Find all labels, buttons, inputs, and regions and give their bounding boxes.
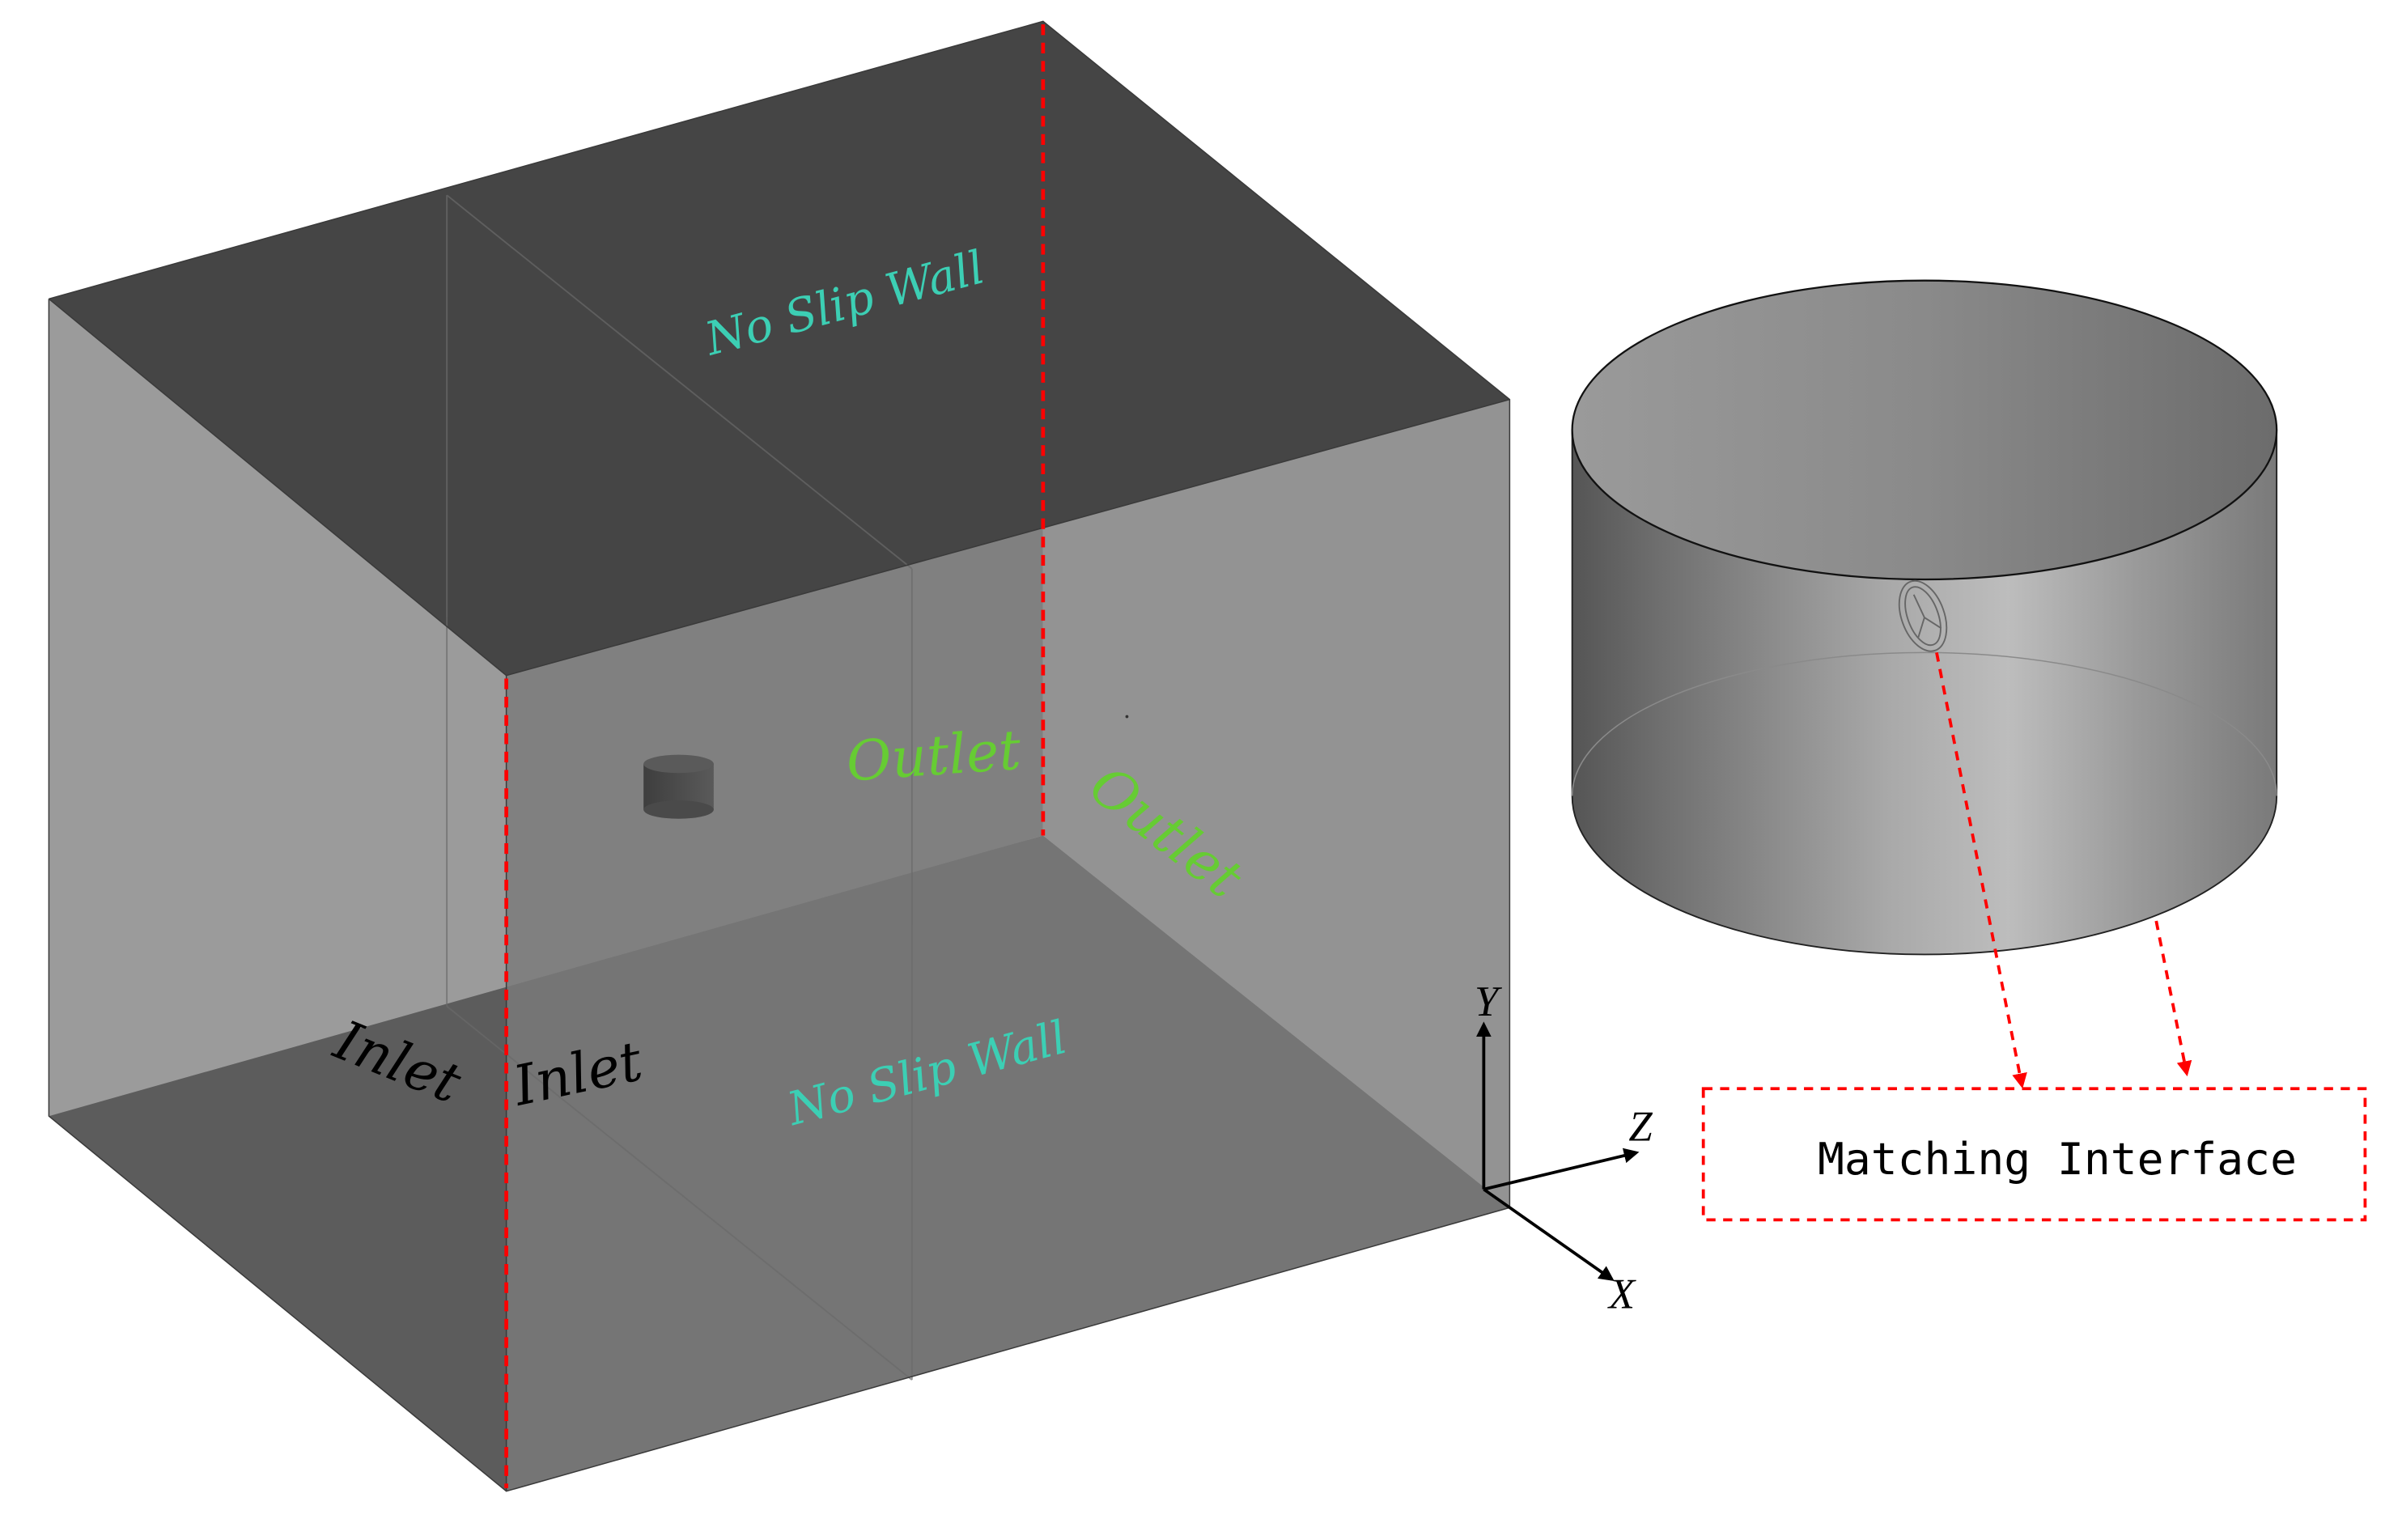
matching-interface-box — [1701, 1087, 2367, 1222]
rotor-icon — [1898, 579, 1948, 652]
rotating-domain-cylinder — [1571, 279, 2278, 956]
y-axis-label: Y — [1475, 978, 1503, 1025]
inner-edges — [446, 194, 913, 1381]
interface-arrow-2 — [2154, 920, 2192, 1077]
interface-arrow-1 — [1935, 652, 2027, 1089]
rotor-cylinder — [643, 754, 714, 819]
x-axis-arrow — [1483, 1188, 1615, 1281]
z-axis-label: Z — [1628, 1103, 1653, 1150]
tiny-dot — [1125, 715, 1129, 719]
coordinate-axes: Y Z X — [1475, 978, 1653, 1318]
front-face — [506, 399, 1510, 1491]
z-axis-arrow — [1483, 1148, 1640, 1191]
matching-interface-label: Matching Interface — [1818, 1133, 2297, 1185]
top-face — [49, 21, 1510, 676]
domain-box — [48, 20, 1511, 1492]
cylinder-top — [1571, 279, 2278, 581]
cylinder-bottom-rim — [1571, 651, 2277, 796]
outlet-front-label: Outlet — [844, 718, 1023, 794]
x-axis-label: X — [1607, 1271, 1636, 1318]
cylinder-side — [1571, 429, 2278, 956]
